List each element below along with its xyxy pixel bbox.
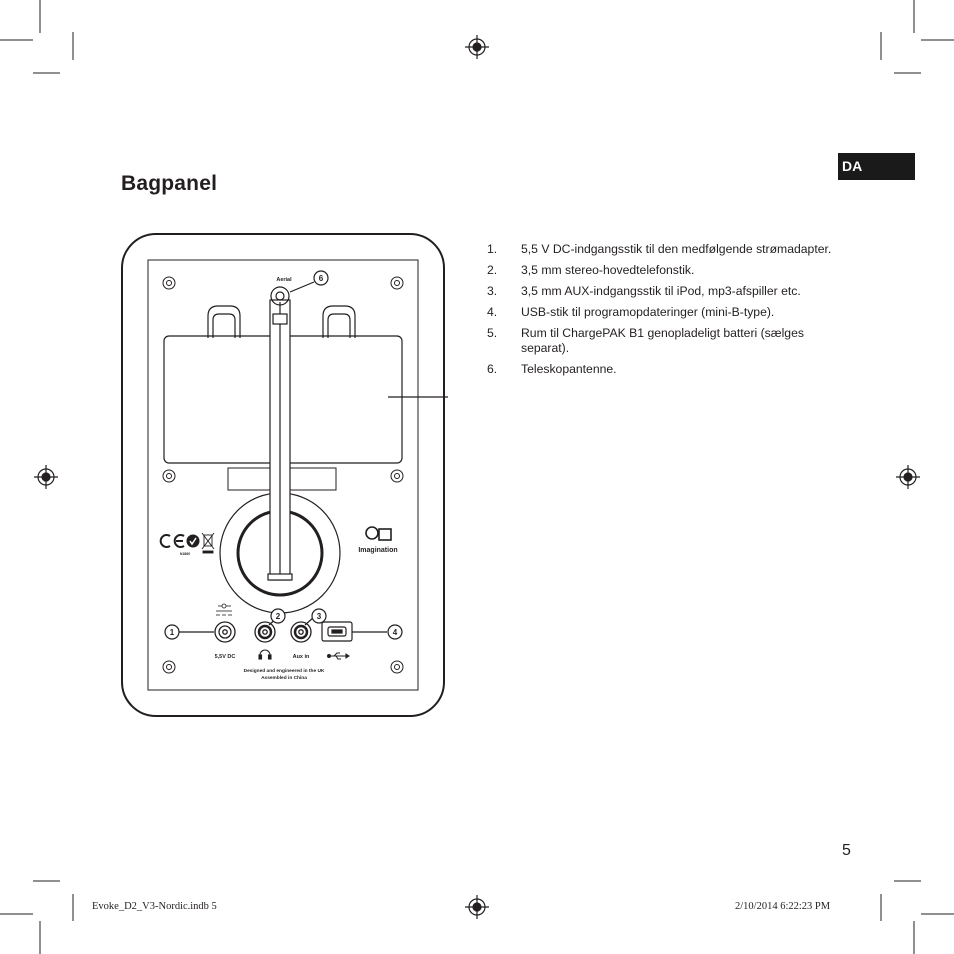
dc-label: 5,5V DC — [215, 654, 236, 660]
usb-port — [321, 621, 353, 642]
list-item: 3.3,5 mm AUX-indgangsstik til iPod, mp3-… — [487, 284, 801, 298]
brand-logo-text: Imagination — [358, 547, 397, 554]
aux-label: Aux in — [293, 654, 310, 660]
aerial-label: Aerial — [276, 277, 292, 283]
assembled-in-china-text: Assembled in China — [261, 675, 307, 681]
list-item: 2.3,5 mm stereo-hovedtelefonstik. — [487, 263, 695, 277]
callout-markers — [164, 270, 403, 640]
telescopic-antenna — [267, 299, 293, 581]
aux-in-jack — [290, 621, 312, 643]
list-item: 1.5,5 V DC-indgangsstik til den medfølge… — [487, 242, 832, 256]
callout-4: 4 — [393, 628, 398, 637]
callout-1: 1 — [170, 628, 175, 637]
callout-3: 3 — [317, 612, 322, 621]
c-tick-mark-icon — [186, 534, 200, 548]
feature-list: 1.5,5 V DC-indgangsstik til den medfølge… — [487, 242, 847, 383]
dc-input-jack — [214, 621, 236, 643]
svg-text:N1860: N1860 — [180, 552, 190, 556]
callout-2: 2 — [276, 612, 281, 621]
headphone-jack — [254, 621, 276, 643]
list-item: 5.Rum til ChargePAK B1 genopladeligt bat… — [487, 326, 804, 355]
designed-in-uk-text: Designed and engineered in the UK — [244, 668, 325, 674]
weee-bin-icon — [201, 532, 215, 554]
list-item: 4.USB-stik til programopdateringer (mini… — [487, 305, 775, 319]
ce-mark-icon — [159, 534, 185, 548]
list-item: 6.Teleskopantenne. — [487, 362, 617, 376]
footer-timestamp: 2/10/2014 6:22:23 PM — [735, 901, 831, 912]
headphone-icon — [258, 649, 272, 660]
page-title: Bagpanel — [121, 172, 218, 195]
rear-panel-diagram: Aerial N1860 Imagination — [121, 233, 448, 717]
footer-file-name: Evoke_D2_V3-Nordic.indb 5 — [92, 901, 217, 912]
registration-target-icon — [34, 35, 920, 919]
page-number: 5 — [842, 842, 851, 859]
language-tab: DA — [838, 153, 915, 180]
callout-6: 6 — [319, 274, 324, 283]
imagination-logo-icon — [365, 526, 392, 541]
usb-symbol-icon — [327, 652, 350, 660]
